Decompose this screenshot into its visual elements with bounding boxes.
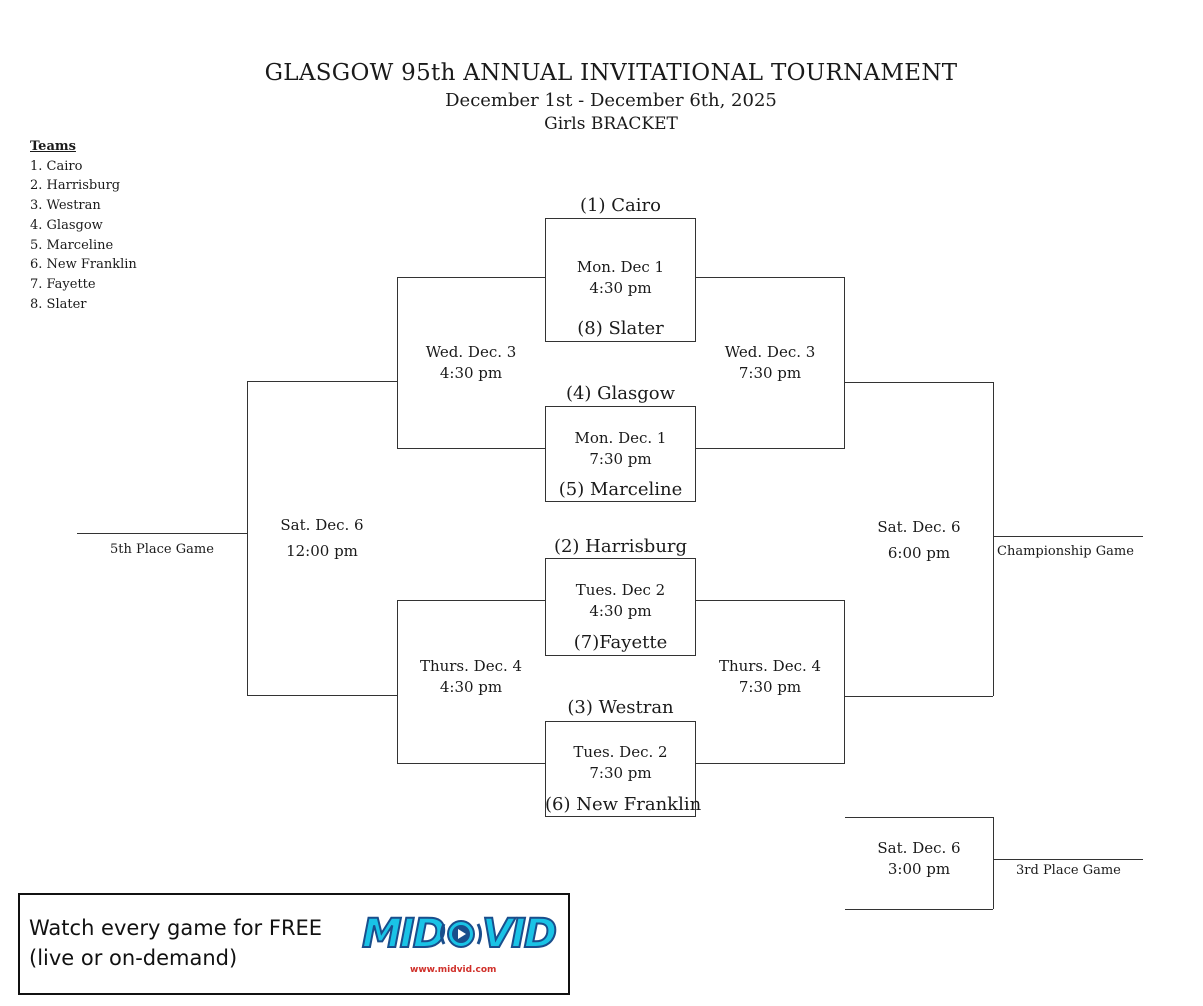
team-slot: (1) Cairo (580, 195, 661, 216)
team-slot: (3) Westran (567, 697, 674, 718)
game-info: Sat. Dec. 6 6:00 pm (845, 514, 993, 566)
teams-heading: Teams (30, 139, 76, 154)
game-time: 4:30 pm (589, 279, 652, 297)
bracket-line (247, 381, 397, 382)
game-day: Tues. Dec. 2 (573, 743, 668, 761)
team-list-item: 2. Harrisburg (30, 178, 121, 194)
game-day: Sat. Dec. 6 (280, 516, 364, 534)
fifth-place-label: 5th Place Game (110, 542, 214, 557)
game-box-2 (545, 406, 696, 502)
tournament-dates: December 1st - December 6th, 2025 (445, 90, 777, 111)
championship-label: Championship Game (997, 544, 1134, 559)
bracket-line (397, 277, 545, 278)
play-icon (440, 920, 482, 948)
team-slot: (7)Fayette (573, 632, 668, 653)
team-list-item: 4. Glasgow (30, 217, 103, 233)
bracket-line (845, 382, 993, 383)
game-time: 7:30 pm (589, 764, 652, 782)
bracket-line (696, 277, 845, 278)
game-info: Sat. Dec. 6 12:00 pm (247, 512, 397, 564)
bracket-line (397, 763, 545, 764)
bracket-line (845, 817, 993, 818)
bracket-line (696, 600, 845, 601)
game-info: Mon. Dec. 1 7:30 pm (545, 428, 696, 470)
team-slot: (8) Slater (577, 318, 664, 339)
game-box-1 (545, 218, 696, 342)
team-list-item: 1. Cairo (30, 158, 83, 174)
bracket-line (397, 448, 545, 449)
game-time: 3:00 pm (887, 860, 951, 878)
team-slot: (5) Marceline (558, 479, 683, 500)
bracket-line (993, 859, 1143, 860)
logo-url: www.midvid.com (410, 965, 497, 975)
promo-line: (live or on-demand) (29, 946, 238, 970)
team-list-item: 5. Marceline (30, 237, 114, 253)
game-day: Wed. Dec. 3 (425, 343, 517, 361)
bracket-line (845, 909, 993, 910)
bracket-line (696, 448, 845, 449)
team-list-item: 3. Westran (30, 198, 101, 214)
game-day: Thurs. Dec. 4 (419, 657, 523, 675)
game-box-4 (545, 721, 696, 817)
game-time: 4:30 pm (439, 364, 503, 382)
bracket-line (844, 277, 845, 448)
game-box-3 (545, 558, 696, 656)
game-day: Tues. Dec 2 (575, 581, 666, 599)
bracket-line (844, 600, 845, 763)
team-list-item: 6. New Franklin (30, 257, 137, 273)
game-info: Tues. Dec. 2 7:30 pm (545, 742, 696, 784)
game-time: 6:00 pm (887, 544, 951, 562)
teams-list: Teams 1. Cairo 2. Harrisburg 3. Westran … (30, 137, 137, 314)
logo-text-mid: MID (361, 910, 447, 958)
promo-banner: Watch every game for FREE (live or on-de… (18, 893, 570, 995)
game-time: 4:30 pm (589, 602, 652, 620)
game-day: Thurs. Dec. 4 (718, 657, 822, 675)
bracket-line (993, 536, 1143, 537)
game-day: Wed. Dec. 3 (724, 343, 816, 361)
team-list-item: 8. Slater (30, 296, 87, 312)
game-info: Sat. Dec. 6 3:00 pm (845, 838, 993, 880)
team-slot: (2) Harrisburg (553, 536, 688, 557)
game-time: 7:30 pm (738, 364, 802, 382)
team-slot: (6) New Franklin (545, 794, 702, 815)
promo-text: Watch every game for FREE (live or on-de… (29, 913, 322, 973)
game-day: Mon. Dec 1 (576, 258, 665, 276)
team-slot: (4) Glasgow (565, 383, 676, 404)
midvid-logo: MID VID www.midvid.com (360, 909, 558, 979)
game-day: Mon. Dec. 1 (574, 429, 667, 447)
bracket-line (397, 600, 398, 763)
tournament-title: GLASGOW 95th ANNUAL INVITATIONAL TOURNAM… (264, 60, 958, 86)
promo-line: Watch every game for FREE (29, 916, 323, 940)
bracket-label: Girls BRACKET (544, 114, 678, 134)
game-time: 12:00 pm (286, 542, 358, 560)
game-time: 7:30 pm (589, 450, 652, 468)
team-list-item: 7. Fayette (30, 276, 96, 292)
game-info: Tues. Dec 2 4:30 pm (545, 580, 696, 622)
game-time: 4:30 pm (439, 678, 503, 696)
bracket-line (77, 533, 247, 534)
bracket-line (696, 763, 845, 764)
bracket-line (247, 695, 397, 696)
bracket-line (993, 817, 994, 909)
game-info: Thurs. Dec. 4 4:30 pm (397, 656, 545, 698)
game-info: Mon. Dec 1 4:30 pm (545, 257, 696, 299)
bracket-line (397, 277, 398, 448)
logo-text-vid: VID (481, 910, 558, 958)
third-place-label: 3rd Place Game (1016, 863, 1121, 878)
bracket-line (397, 600, 545, 601)
game-info: Thurs. Dec. 4 7:30 pm (696, 656, 844, 698)
bracket-line (993, 382, 994, 696)
game-info: Wed. Dec. 3 7:30 pm (696, 342, 844, 384)
game-day: Sat. Dec. 6 (877, 839, 961, 857)
bracket-line (247, 381, 248, 695)
bracket-line (845, 696, 993, 697)
game-day: Sat. Dec. 6 (877, 518, 961, 536)
game-info: Wed. Dec. 3 4:30 pm (397, 342, 545, 384)
game-time: 7:30 pm (738, 678, 802, 696)
